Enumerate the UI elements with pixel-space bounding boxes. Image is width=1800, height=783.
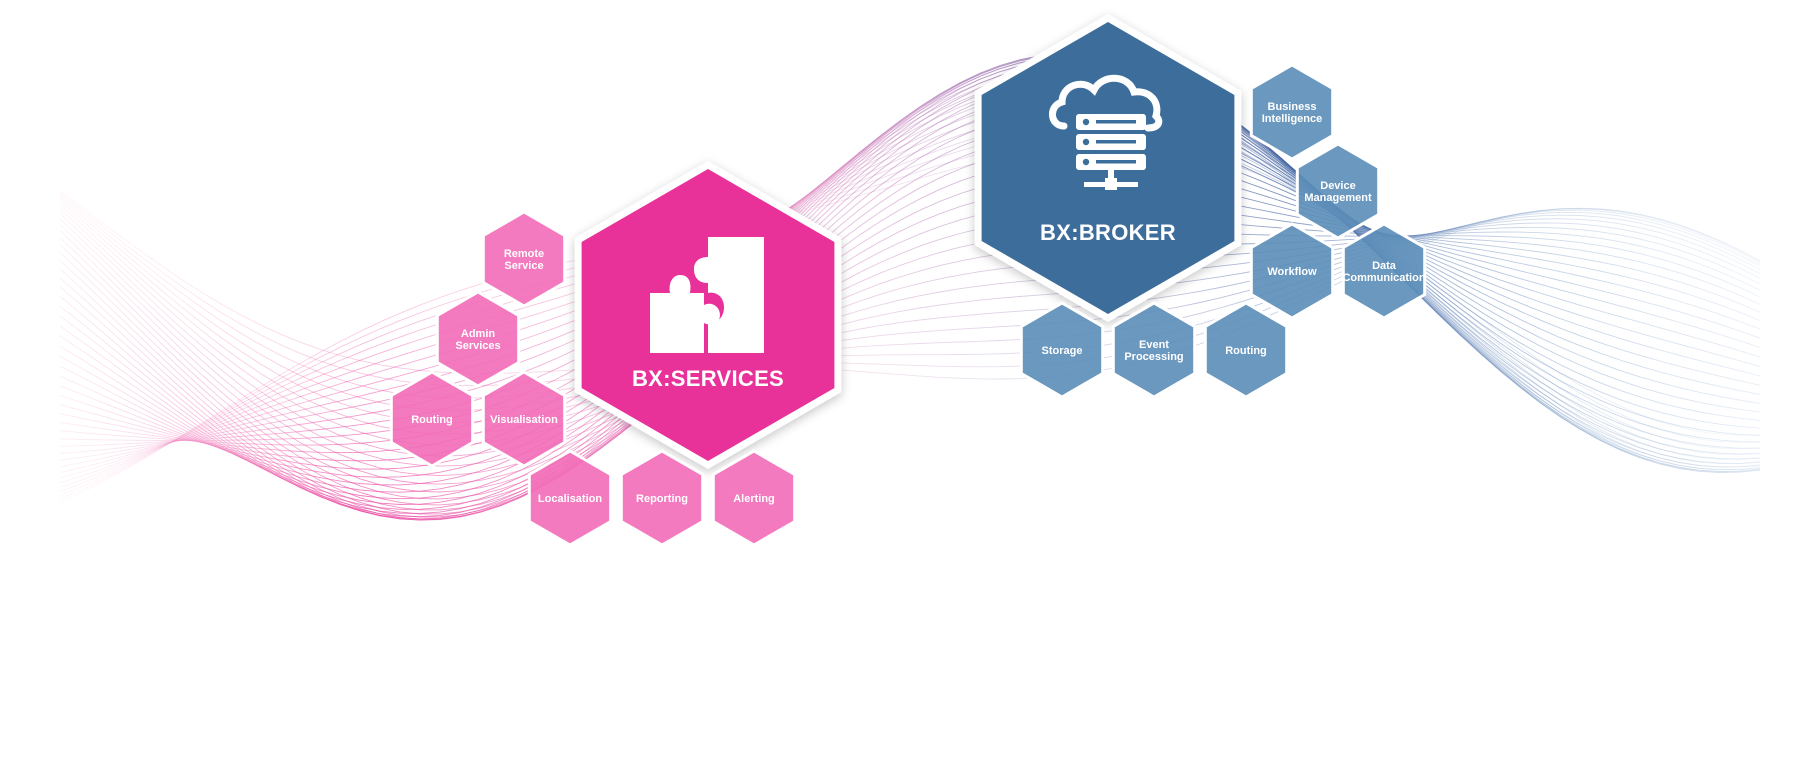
- services-module-shape: [481, 370, 567, 468]
- broker-module-shape: [1249, 222, 1335, 320]
- broker-module-label: Communication: [1342, 272, 1425, 284]
- wave-line: [59, 54, 1761, 464]
- services-module-alerting[interactable]: Alerting: [711, 449, 797, 547]
- broker-module-label: Intelligence: [1262, 113, 1323, 125]
- wave-line: [59, 159, 1761, 515]
- services-module-routing[interactable]: Routing: [389, 370, 475, 468]
- broker-module-label: Processing: [1124, 351, 1183, 363]
- broker-module-shape: [1111, 301, 1197, 399]
- services-module-localisation[interactable]: Localisation: [527, 449, 613, 547]
- wave-line: [59, 109, 1761, 489]
- services-module-label: Admin: [461, 328, 496, 340]
- wave-line: [59, 218, 1761, 467]
- services-module-label: Alerting: [733, 493, 775, 505]
- wave-line: [59, 63, 1761, 472]
- services-module-shape: [481, 210, 567, 308]
- wave-line: [59, 187, 1761, 506]
- broker-module-label: Routing: [1225, 345, 1267, 357]
- wave-line: [59, 59, 1761, 493]
- wave-line: [59, 172, 1761, 511]
- services-title: BX:SERVICES: [632, 366, 784, 391]
- broker-module-shape: [1019, 301, 1105, 399]
- wave-line: [59, 146, 1761, 518]
- services-main-hexagon[interactable]: BX:SERVICES: [574, 160, 842, 470]
- wave-line: [59, 201, 1761, 500]
- services-module-visualisation[interactable]: Visualisation: [481, 370, 567, 468]
- wave-line: [59, 79, 1761, 473]
- wave-line: [59, 82, 1761, 514]
- wave-line: [59, 224, 1761, 476]
- wave-line: [59, 204, 1761, 435]
- services-module-label: Visualisation: [490, 414, 558, 426]
- wave-line: [59, 63, 1761, 500]
- puzzle-icon: [650, 237, 764, 353]
- broker-module-label: Device: [1320, 180, 1355, 192]
- broker-module-shape: [1249, 63, 1335, 161]
- wave-line: [59, 216, 1761, 493]
- services-module-label: Reporting: [636, 493, 688, 505]
- wave-line: [59, 73, 1761, 473]
- services-module-label: Routing: [411, 414, 453, 426]
- broker-module-shape: [1203, 301, 1289, 399]
- wave-line: [59, 75, 1761, 510]
- broker-module-label: Management: [1304, 192, 1372, 204]
- wave-line: [59, 117, 1761, 493]
- broker-title: BX:BROKER: [1040, 220, 1176, 245]
- broker-module-label: Storage: [1042, 345, 1083, 357]
- wave-line: [59, 59, 1761, 471]
- wave-line: [59, 126, 1761, 497]
- services-module-shape: [389, 370, 475, 468]
- services-module-label: Services: [455, 340, 500, 352]
- services-module-shape: [527, 449, 613, 547]
- wave-line: [59, 101, 1761, 484]
- broker-module-routing[interactable]: Routing: [1203, 301, 1289, 399]
- broker-module-workflow[interactable]: Workflow: [1249, 222, 1335, 320]
- wave-line: [59, 200, 1761, 423]
- wave-line: [59, 213, 1761, 457]
- services-module-reporting[interactable]: Reporting: [619, 449, 705, 547]
- services-module-label: Service: [504, 260, 543, 272]
- wave-line: [59, 100, 1761, 520]
- services-module-shape: [435, 290, 521, 388]
- wave-line: [59, 86, 1761, 473]
- broker-module-label: Event: [1139, 339, 1169, 351]
- wave-background: [59, 53, 1761, 521]
- services-module-shape: [711, 449, 797, 547]
- wave-line: [59, 93, 1761, 479]
- wave-line: [59, 134, 1761, 500]
- broker-module-shape: [1295, 142, 1381, 240]
- broker-module-storage[interactable]: Storage: [1019, 301, 1105, 399]
- wave-line: [59, 208, 1761, 446]
- cloud-server-icon: [1049, 74, 1163, 190]
- services-module-label: Remote: [504, 248, 544, 260]
- broker-main-hexagon[interactable]: BX:BROKER: [974, 13, 1242, 323]
- wave-line: [59, 230, 1761, 485]
- broker-module-shape: [1341, 222, 1427, 320]
- services-module-label: Localisation: [538, 493, 602, 505]
- broker-module-label: Workflow: [1267, 266, 1317, 278]
- broker-modules: BusinessIntelligenceDeviceManagementWork…: [1019, 63, 1427, 399]
- services-module-shape: [619, 449, 705, 547]
- wave-line: [59, 143, 1761, 503]
- broker-module-label: Data: [1372, 260, 1397, 272]
- broker-module-label: Business: [1268, 101, 1317, 113]
- wave-line: [59, 56, 1761, 468]
